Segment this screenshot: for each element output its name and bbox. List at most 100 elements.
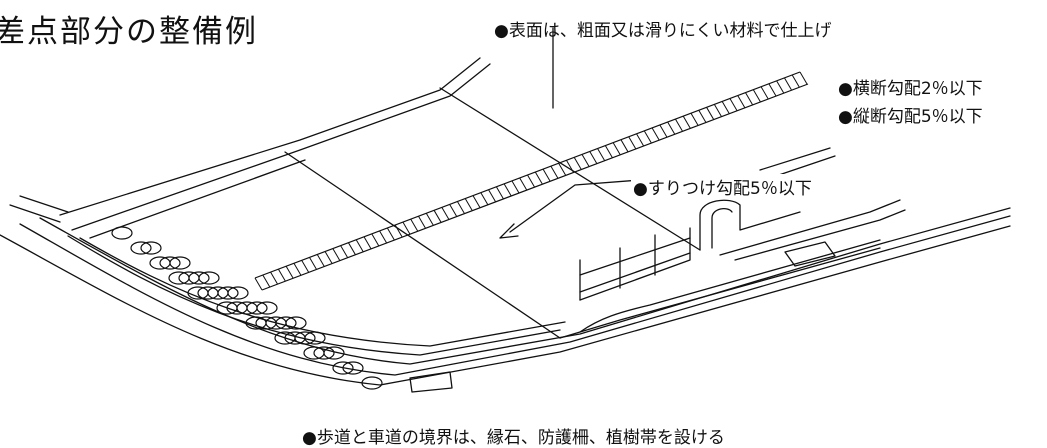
page-title: 差点部分の整備例 <box>0 14 258 50</box>
tactile-dot <box>130 241 152 255</box>
tactile-ridge <box>309 257 317 270</box>
crosswalk-line-2 <box>439 87 701 251</box>
tactile-ridge <box>495 186 504 200</box>
tactile-ridge <box>565 160 574 173</box>
tactile-ridge <box>527 174 535 188</box>
tactile-ridge <box>402 221 411 235</box>
tactile-ridge <box>519 177 528 191</box>
tactile-ridge <box>433 210 442 223</box>
tactile-ridge <box>768 83 777 97</box>
tactile-ridge <box>324 251 333 264</box>
cross-slope-note: ●横断勾配2％以下 <box>838 79 983 99</box>
tactile-ridge <box>270 271 279 285</box>
tactile-ridge <box>285 265 294 279</box>
tactile-ridge <box>776 80 785 94</box>
tactile-dot <box>149 256 171 270</box>
tactile-ridge <box>418 215 426 229</box>
tactile-ridge <box>316 254 325 267</box>
tactile-ridge <box>604 145 613 158</box>
tactile-ridge <box>410 218 419 232</box>
tactile-ridge <box>488 189 497 202</box>
tactile-ridge <box>682 115 691 129</box>
tactile-ridge <box>783 77 792 91</box>
tactile-ridge <box>254 277 263 291</box>
tactile-ridge <box>301 260 310 273</box>
tactile-ridge <box>558 162 567 176</box>
longitudinal-slope-note: ●縦断勾配5％以下 <box>838 107 983 127</box>
tactile-ridge <box>542 168 551 182</box>
tactile-ridge <box>589 151 598 164</box>
tactile-ridge <box>386 227 395 241</box>
tactile-ridge <box>667 121 676 135</box>
tactile-ridge <box>698 110 707 123</box>
tactile-ridge <box>456 201 465 214</box>
tactile-dot <box>159 256 181 270</box>
surface-note: ●表面は、粗面又は滑りにくい材料で仕上げ <box>494 21 832 41</box>
boundary-note: ●歩道と車道の境界は、縁石、防護柵、植樹帯を設ける <box>302 428 725 448</box>
tactile-ridge <box>581 154 590 167</box>
tactile-ridge <box>480 192 489 205</box>
right-island <box>699 199 801 251</box>
ramp-arrow-head <box>499 223 519 239</box>
inner-curb-line-1 <box>67 235 561 356</box>
left-road-line-1 <box>9 204 61 223</box>
tactile-ridge <box>628 136 637 149</box>
tactile-warning-dots <box>111 226 383 390</box>
tactile-ridge <box>729 98 738 111</box>
tactile-ridge <box>511 180 520 194</box>
tactile-ridge <box>550 165 559 179</box>
inner-curb-line-2 <box>79 237 566 347</box>
top-edge-2 <box>71 63 491 231</box>
top-edge-3 <box>89 159 306 239</box>
tactile-ridge <box>464 198 473 211</box>
tactile-dot <box>332 361 354 375</box>
crosswalk-line-1 <box>284 151 561 339</box>
tactile-ridge <box>293 263 302 276</box>
ramp-slope-note: ●すりつけ勾配5％以下 <box>631 174 814 199</box>
left-road-line-2 <box>19 195 69 213</box>
drain-grate-2 <box>409 371 453 393</box>
tactile-ridge <box>651 127 660 141</box>
tactile-ridge <box>760 86 769 99</box>
tactile-ridge <box>659 124 668 138</box>
tactile-ridge <box>597 148 606 161</box>
tactile-ridge <box>425 213 434 226</box>
right-curb-2 <box>719 199 901 256</box>
tactile-dot <box>284 331 306 345</box>
tactile-dot <box>342 361 364 375</box>
right-curb-1 <box>579 239 881 333</box>
tactile-dot <box>216 301 238 315</box>
guard-rail-2 <box>579 252 691 293</box>
tactile-dot <box>245 316 267 330</box>
tactile-ridge <box>713 104 722 117</box>
tactile-ridge <box>449 204 458 217</box>
tactile-ridge <box>503 183 512 197</box>
tactile-dot <box>187 286 209 300</box>
outer-curb-line-3 <box>39 207 1011 365</box>
right-line-1 <box>759 147 831 171</box>
guard-rail-1 <box>579 227 691 301</box>
outer-curb-line-1 <box>0 225 1011 386</box>
tactile-ridge <box>262 274 271 288</box>
tactile-ridge <box>674 118 683 132</box>
drain-grate <box>784 241 836 267</box>
ramp-arrow-line <box>509 179 641 233</box>
tactile-ridge <box>636 133 644 147</box>
tactile-ridge <box>277 268 286 282</box>
outer-curb-line-2 <box>19 215 1011 376</box>
tactile-ridge <box>620 139 629 152</box>
tactile-ridge <box>379 230 388 244</box>
right-island-2 <box>711 207 733 249</box>
tactile-strip-edge-2 <box>261 83 809 291</box>
tactile-ridge <box>721 101 730 114</box>
tactile-strip-ridges <box>254 71 808 291</box>
tactile-ridge <box>332 248 341 261</box>
tactile-dot <box>226 301 248 315</box>
tactile-ridge <box>371 233 380 247</box>
tactile-ridge <box>534 171 543 185</box>
tactile-dot <box>111 226 133 240</box>
tactile-ridge <box>745 92 753 105</box>
tactile-ridge <box>612 142 621 155</box>
tactile-ridge <box>799 71 808 85</box>
